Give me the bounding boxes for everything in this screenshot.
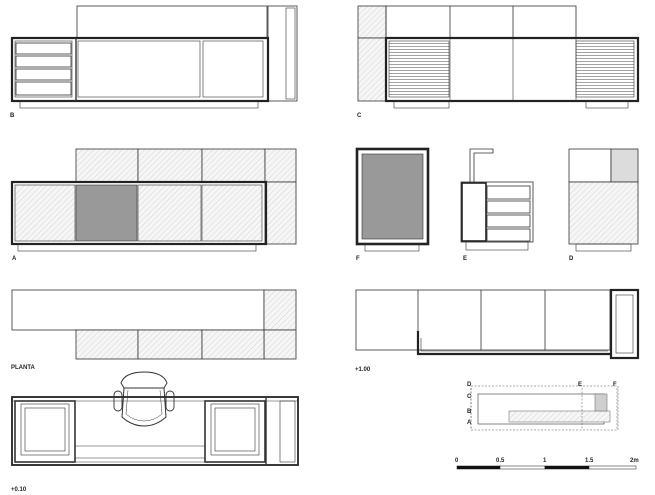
scale-tick-15: 1.5	[585, 458, 594, 464]
view-label-a: A	[12, 256, 17, 262]
view-label-c: C	[357, 113, 362, 119]
key-marker-f: F	[613, 382, 617, 388]
view-label-level-100: +1.00	[355, 367, 371, 373]
elevation-e	[460, 148, 534, 251]
view-label-level-010: +0.10	[11, 487, 27, 493]
key-marker-d: D	[467, 382, 472, 388]
view-label-d: D	[569, 256, 574, 262]
view-label-f: F	[356, 256, 360, 262]
key-marker-e: E	[578, 382, 582, 388]
section-level-100	[355, 288, 640, 360]
key-marker-a: A	[467, 420, 472, 426]
scale-bar: 0 0.5 1 1.5 2m	[455, 458, 639, 470]
key-plan-markers: D E F C B A	[467, 382, 617, 426]
section-level-010	[11, 371, 299, 466]
elevation-c	[357, 5, 640, 109]
view-label-e: E	[463, 256, 467, 262]
elevation-a	[10, 148, 297, 252]
view-label-b: B	[10, 113, 15, 119]
scale-tick-0: 0	[455, 458, 459, 464]
scale-tick-1: 1	[543, 458, 547, 464]
key-plan	[470, 385, 619, 431]
key-marker-c: C	[467, 394, 472, 400]
elevation-b	[10, 5, 298, 109]
chair-plan-symbol	[113, 371, 175, 427]
view-label-planta: PLANTA	[11, 365, 36, 371]
scale-tick-2m: 2m	[630, 458, 639, 464]
scale-tick-05: 0.5	[496, 458, 505, 464]
elevation-f	[355, 147, 430, 252]
elevation-d	[568, 148, 639, 252]
key-marker-b: B	[467, 409, 472, 415]
plan-view	[11, 289, 297, 360]
